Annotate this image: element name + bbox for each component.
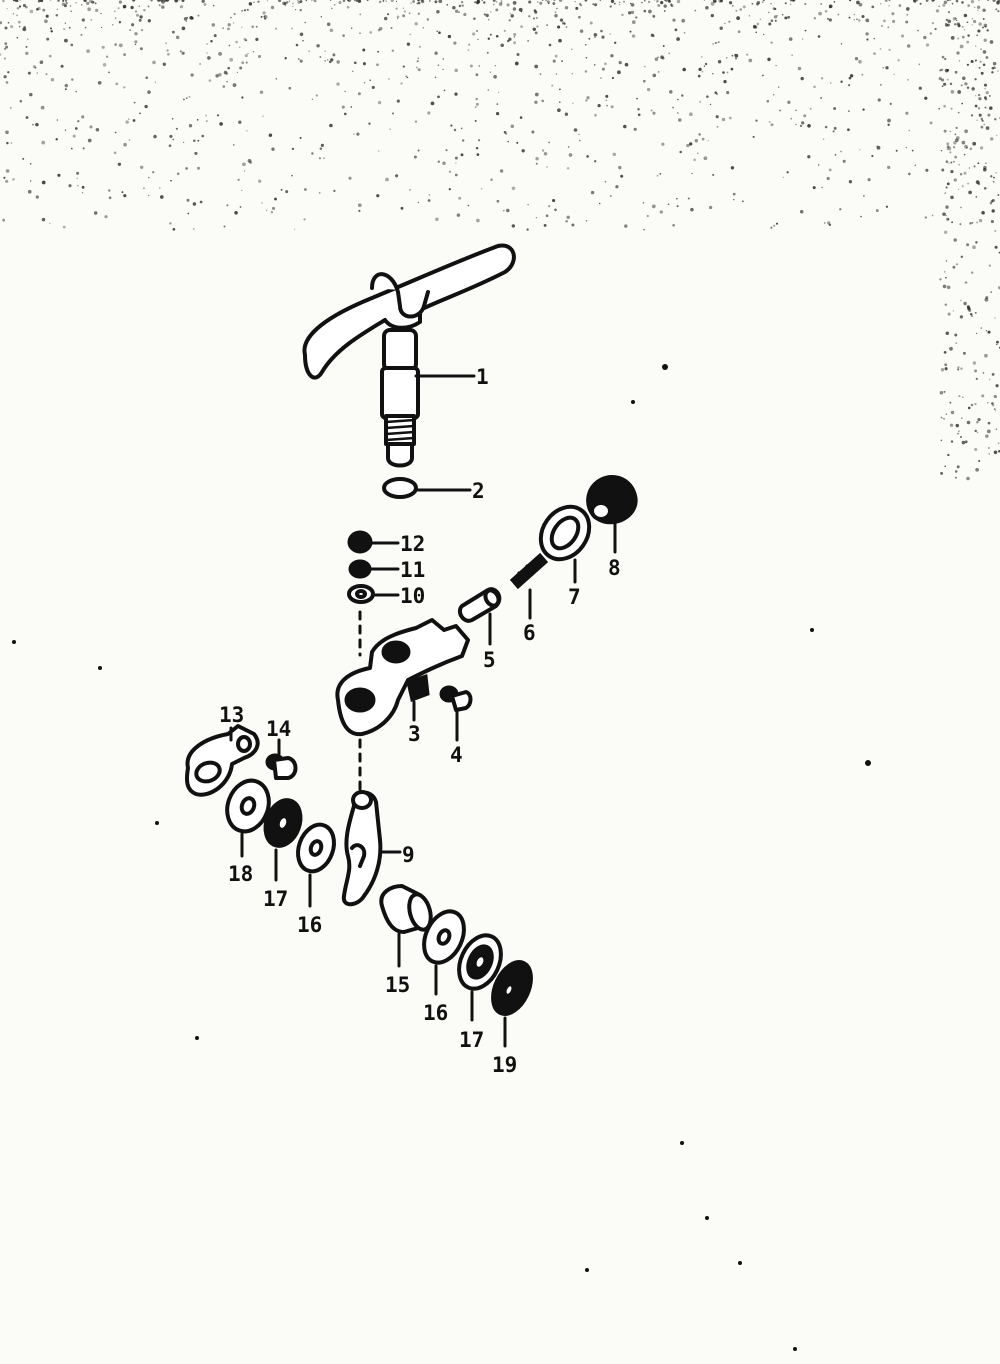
label-17b: 17 — [459, 1028, 484, 1052]
label-6: 6 — [523, 621, 536, 645]
label-15: 15 — [385, 973, 410, 997]
part-17-oil-seal-lower — [457, 933, 503, 1022]
part-1-t-handle — [302, 243, 516, 468]
label-10: 10 — [400, 584, 425, 608]
part-5-plunger — [457, 587, 502, 646]
label-12: 12 — [400, 532, 425, 556]
label-19: 19 — [492, 1053, 517, 1077]
part-17-oil-seal-upper — [263, 798, 303, 882]
label-9: 9 — [402, 843, 415, 867]
part-13-bracket — [185, 724, 260, 797]
label-14: 14 — [266, 717, 291, 741]
part-16-washer-upper — [296, 822, 336, 908]
label-16a: 16 — [297, 913, 322, 937]
label-11: 11 — [400, 558, 425, 582]
label-1: 1 — [476, 365, 489, 389]
label-13: 13 — [219, 703, 244, 727]
part-8-cap-nut — [586, 475, 638, 554]
label-18: 18 — [228, 862, 253, 886]
label-4: 4 — [450, 743, 463, 767]
stray-marks — [12, 364, 871, 1351]
part-7-gasket — [538, 504, 592, 584]
part-16-washer-lower — [422, 909, 466, 996]
label-8: 8 — [608, 556, 621, 580]
scan-noise — [0, 0, 1000, 481]
part-4-screw — [439, 685, 473, 742]
part-11-lock-washer — [348, 559, 400, 579]
label-5: 5 — [483, 648, 496, 672]
label-3: 3 — [408, 722, 421, 746]
label-16b: 16 — [423, 1001, 448, 1025]
part-9-shift-arm — [341, 790, 402, 907]
part-3-lever-arm — [335, 618, 470, 737]
part-14-bushing — [265, 738, 298, 780]
label-17a: 17 — [263, 887, 288, 911]
label-2: 2 — [472, 479, 485, 503]
part-10-washer — [347, 584, 400, 604]
label-7: 7 — [568, 585, 581, 609]
part-6-spring — [509, 552, 549, 620]
part-15-collar — [379, 884, 433, 968]
part-2-o-ring — [382, 477, 472, 499]
part-12-nut — [347, 530, 400, 554]
part-18-washer — [225, 778, 271, 858]
part-19-cap — [491, 960, 533, 1048]
